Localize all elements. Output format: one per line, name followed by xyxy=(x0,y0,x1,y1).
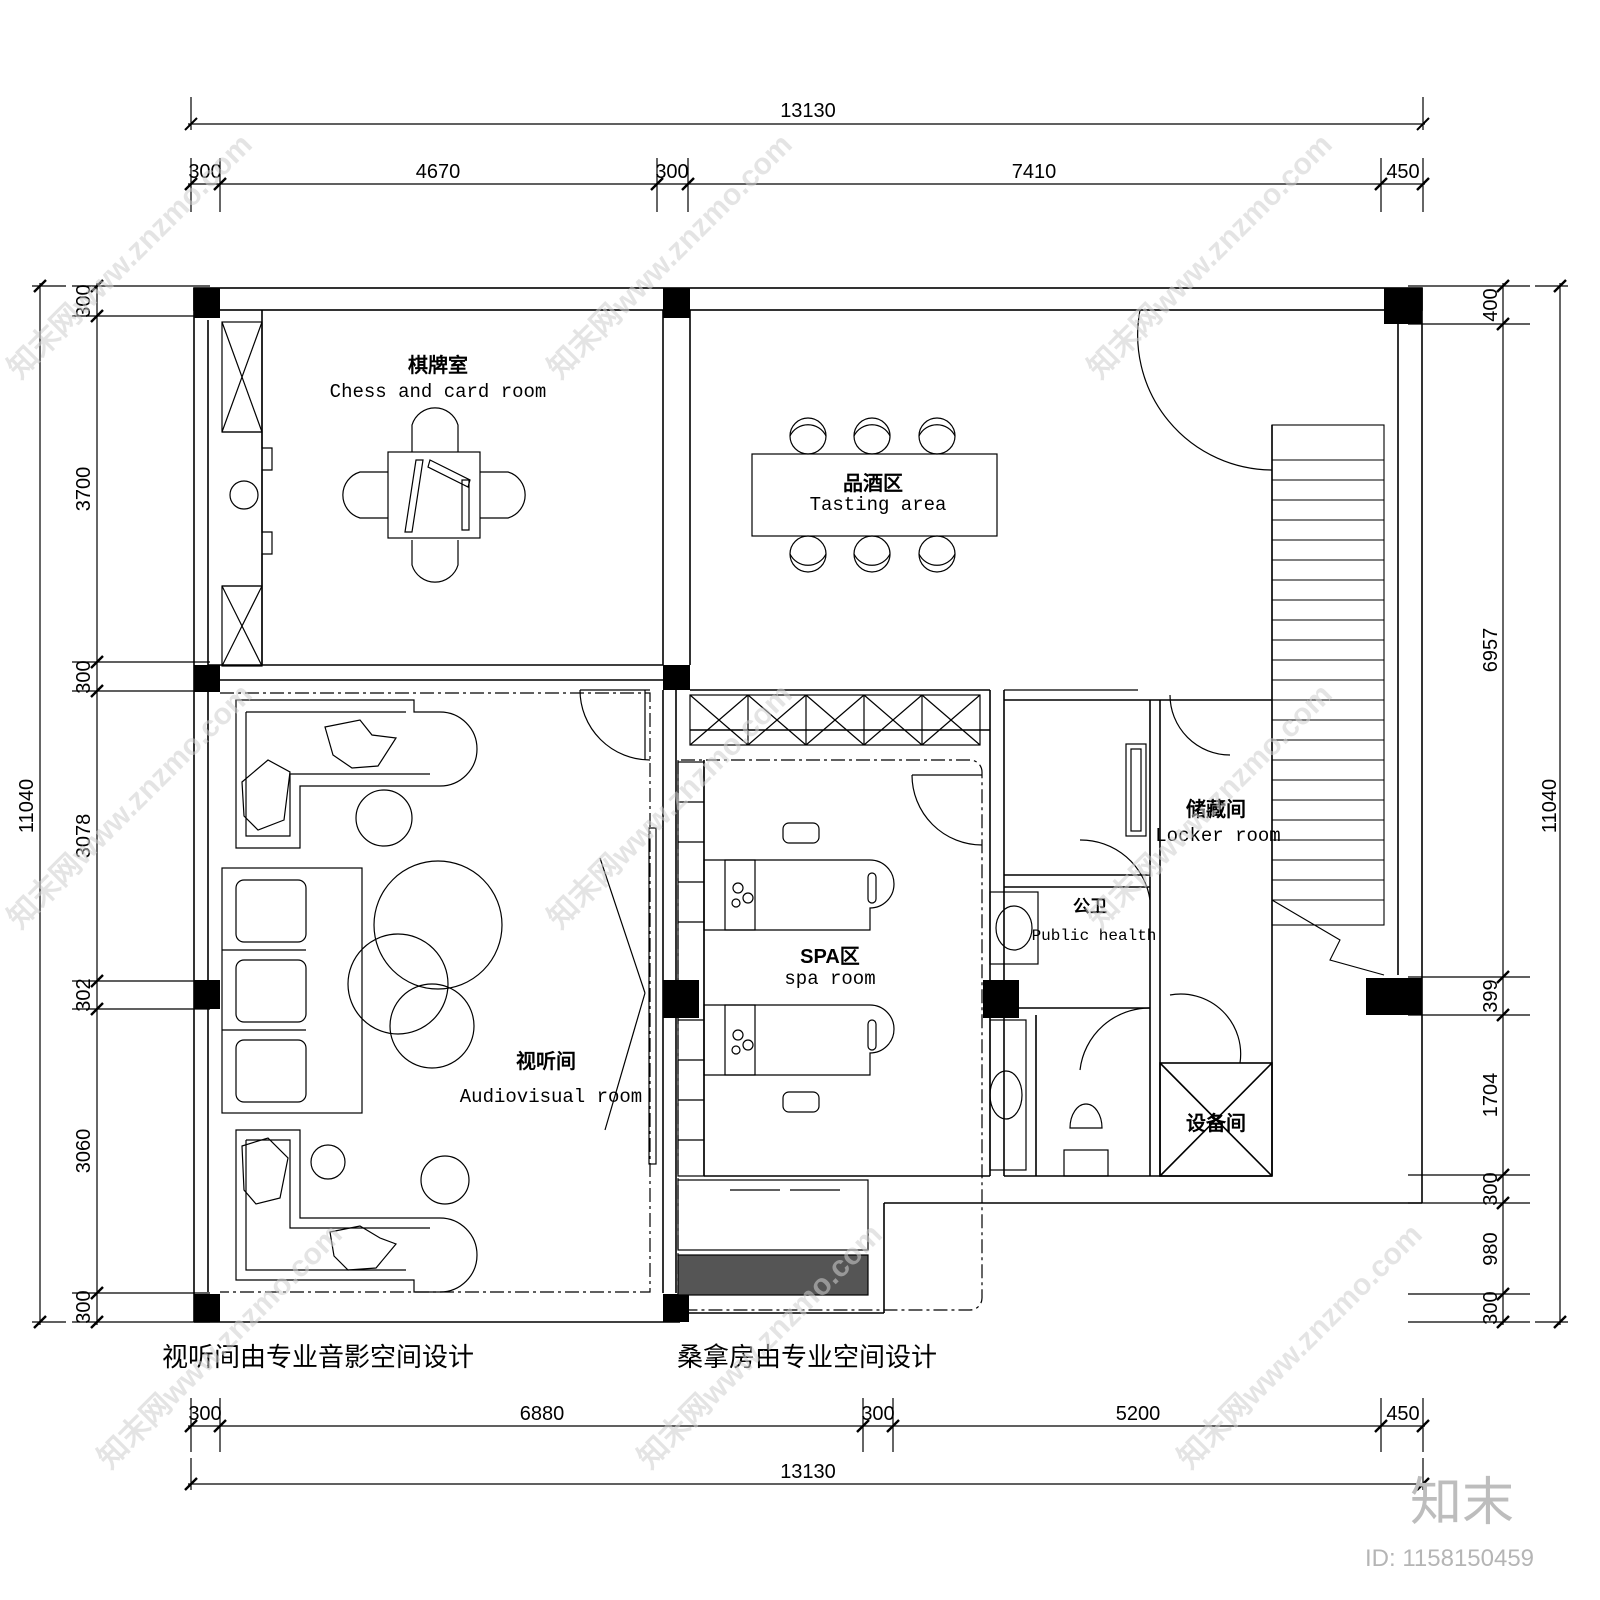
room-labels: 棋牌室 Chess and card room 品酒区 Tasting area… xyxy=(330,353,1281,1135)
room-label-equipment-cn: 设备间 xyxy=(1186,1111,1246,1135)
audiovisual-furniture xyxy=(220,689,657,1293)
room-label-av-cn: 视听间 xyxy=(516,1050,576,1073)
dim-top-2: 4670 xyxy=(416,161,461,183)
dim-right-3: 399 xyxy=(1480,979,1502,1012)
door-arc-tasting xyxy=(1137,309,1273,471)
dim-left-7: 300 xyxy=(73,1290,95,1323)
dim-right-6: 980 xyxy=(1480,1232,1502,1265)
dim-bottom-2: 6880 xyxy=(520,1403,565,1425)
tasting-furniture xyxy=(751,417,998,573)
dim-right-2: 6957 xyxy=(1480,628,1502,673)
dim-left-5: 302 xyxy=(73,978,95,1011)
toilet-fixtures xyxy=(989,689,1242,1177)
dim-bottom-3: 300 xyxy=(861,1403,894,1425)
room-label-tasting-en: Tasting area xyxy=(810,494,947,516)
dimension-lines xyxy=(32,97,1568,1490)
room-label-toilet-en: Public health xyxy=(1032,927,1157,945)
watermark-text: 知末网www.znzmo.com xyxy=(1172,1218,1429,1475)
dimension-texts: 13130 300 4670 300 7410 450 300 6880 300… xyxy=(16,100,1561,1483)
room-label-toilet-cn: 公卫 xyxy=(1073,897,1107,916)
note-audiovisual-design: 视听间由专业音影空间设计 xyxy=(162,1342,474,1372)
dim-right-7: 300 xyxy=(1480,1291,1502,1324)
chess-room-furniture xyxy=(221,321,526,667)
dim-bottom-5: 450 xyxy=(1386,1403,1419,1425)
dim-right-4: 1704 xyxy=(1480,1073,1502,1118)
dim-left-2: 3700 xyxy=(73,467,95,512)
dim-bottom-1: 300 xyxy=(188,1403,221,1425)
dim-left-1: 300 xyxy=(73,284,95,317)
dim-left-3: 300 xyxy=(73,660,95,693)
room-label-av-en: Audiovisual room xyxy=(460,1086,642,1108)
brand-logo-text: 知末 xyxy=(1410,1474,1514,1532)
room-label-chess-cn: 棋牌室 xyxy=(408,353,468,377)
dim-right-total: 11040 xyxy=(1539,779,1561,833)
dim-bottom-4: 5200 xyxy=(1116,1403,1161,1425)
dim-right-5: 300 xyxy=(1480,1172,1502,1205)
room-label-spa-cn: SPA区 xyxy=(800,946,860,968)
staircase xyxy=(1271,424,1385,976)
watermark-text: 知末网www.znzmo.com xyxy=(1082,128,1339,385)
image-id: ID: 1158150459 xyxy=(1365,1545,1534,1572)
dim-right-1: 400 xyxy=(1480,288,1502,321)
room-label-spa-en: spa room xyxy=(784,968,875,990)
note-sauna-design: 桑拿房由专业空间设计 xyxy=(677,1342,937,1372)
dim-bottom-total: 13130 xyxy=(780,1461,836,1483)
dim-left-4: 3078 xyxy=(73,814,95,859)
dim-top-total: 13130 xyxy=(780,100,836,122)
watermark-text: 知末网www.znzmo.com xyxy=(542,678,799,935)
dim-left-6: 3060 xyxy=(73,1129,95,1174)
dim-top-1: 300 xyxy=(188,161,221,183)
dim-left-total: 11040 xyxy=(16,779,38,833)
watermark-text: 知末网www.znzmo.com xyxy=(2,128,259,385)
room-label-locker-cn: 储藏间 xyxy=(1186,797,1246,821)
room-label-tasting-cn: 品酒区 xyxy=(843,472,903,495)
dim-top-3: 300 xyxy=(655,161,688,183)
watermark-text: 知末网www.znzmo.com xyxy=(1082,678,1339,935)
columns xyxy=(194,288,1422,1322)
dimension-ticks xyxy=(33,177,1567,1491)
spa-furniture xyxy=(677,694,983,1311)
dim-top-5: 450 xyxy=(1386,161,1419,183)
room-label-locker-en: Locker room xyxy=(1155,825,1280,847)
dim-top-4: 7410 xyxy=(1012,161,1057,183)
room-label-chess-en: Chess and card room xyxy=(330,381,547,403)
